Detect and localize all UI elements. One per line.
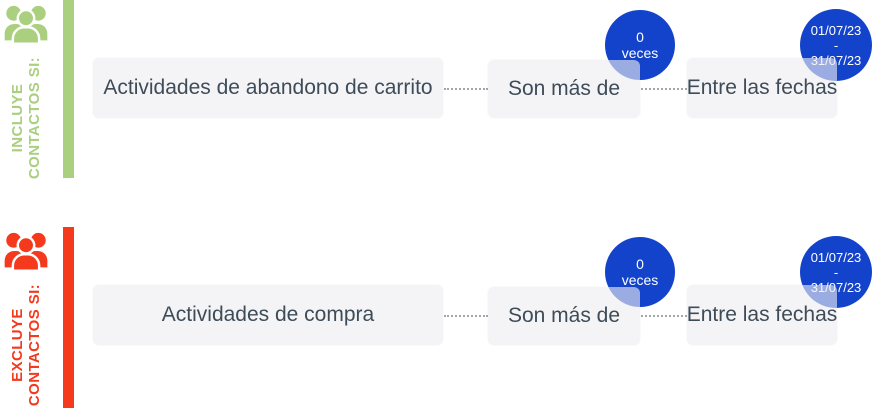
include-section: INCLUYE CONTACTOS SI: 0 veces 01/07/23 -… bbox=[0, 0, 872, 181]
condition-activity-label: Actividades de abandono de carrito bbox=[103, 76, 433, 99]
condition-activity-node[interactable]: Actividades de abandono de carrito bbox=[93, 58, 443, 118]
connector-line bbox=[641, 315, 687, 317]
users-group-icon bbox=[4, 232, 48, 272]
condition-count-node[interactable]: Son más de bbox=[488, 287, 640, 345]
include-rail bbox=[63, 0, 74, 178]
condition-dates-node[interactable]: Entre las fechas bbox=[687, 58, 837, 118]
condition-count-label: Son más de bbox=[507, 77, 621, 100]
count-unit: veces bbox=[621, 272, 659, 288]
exclude-label-line2: CONTACTOS SI: bbox=[26, 283, 43, 407]
exclude-section: EXCLUYE CONTACTOS SI: 0 veces 01/07/23 -… bbox=[0, 227, 872, 408]
exclude-label-line1: EXCLUYE bbox=[9, 308, 26, 382]
exclude-side-label: EXCLUYE CONTACTOS SI: bbox=[9, 275, 49, 408]
include-label-line1: INCLUYE bbox=[9, 83, 26, 153]
date-separator: - bbox=[833, 264, 839, 280]
date-start: 01/07/23 bbox=[810, 249, 862, 265]
condition-activity-label: Actividades de compra bbox=[161, 303, 375, 326]
condition-count-label: Son más de bbox=[507, 304, 621, 327]
connector-line bbox=[444, 88, 488, 90]
count-badge[interactable]: 0 veces bbox=[605, 237, 675, 307]
condition-dates-node[interactable]: Entre las fechas bbox=[687, 285, 837, 345]
condition-dates-label: Entre las fechas bbox=[686, 303, 838, 326]
date-start: 01/07/23 bbox=[810, 22, 862, 38]
connector-line bbox=[641, 88, 687, 90]
condition-activity-node[interactable]: Actividades de compra bbox=[93, 285, 443, 345]
include-side-label: INCLUYE CONTACTOS SI: bbox=[9, 48, 49, 188]
exclude-rail bbox=[63, 227, 74, 408]
count-value: 0 bbox=[636, 256, 644, 272]
date-separator: - bbox=[833, 37, 839, 53]
connector-line bbox=[444, 315, 488, 317]
condition-count-node[interactable]: Son más de bbox=[488, 60, 640, 118]
count-unit: veces bbox=[621, 45, 659, 61]
include-label-line2: CONTACTOS SI: bbox=[26, 56, 43, 180]
users-group-icon bbox=[4, 5, 48, 45]
count-value: 0 bbox=[636, 29, 644, 45]
condition-dates-label: Entre las fechas bbox=[686, 76, 838, 99]
